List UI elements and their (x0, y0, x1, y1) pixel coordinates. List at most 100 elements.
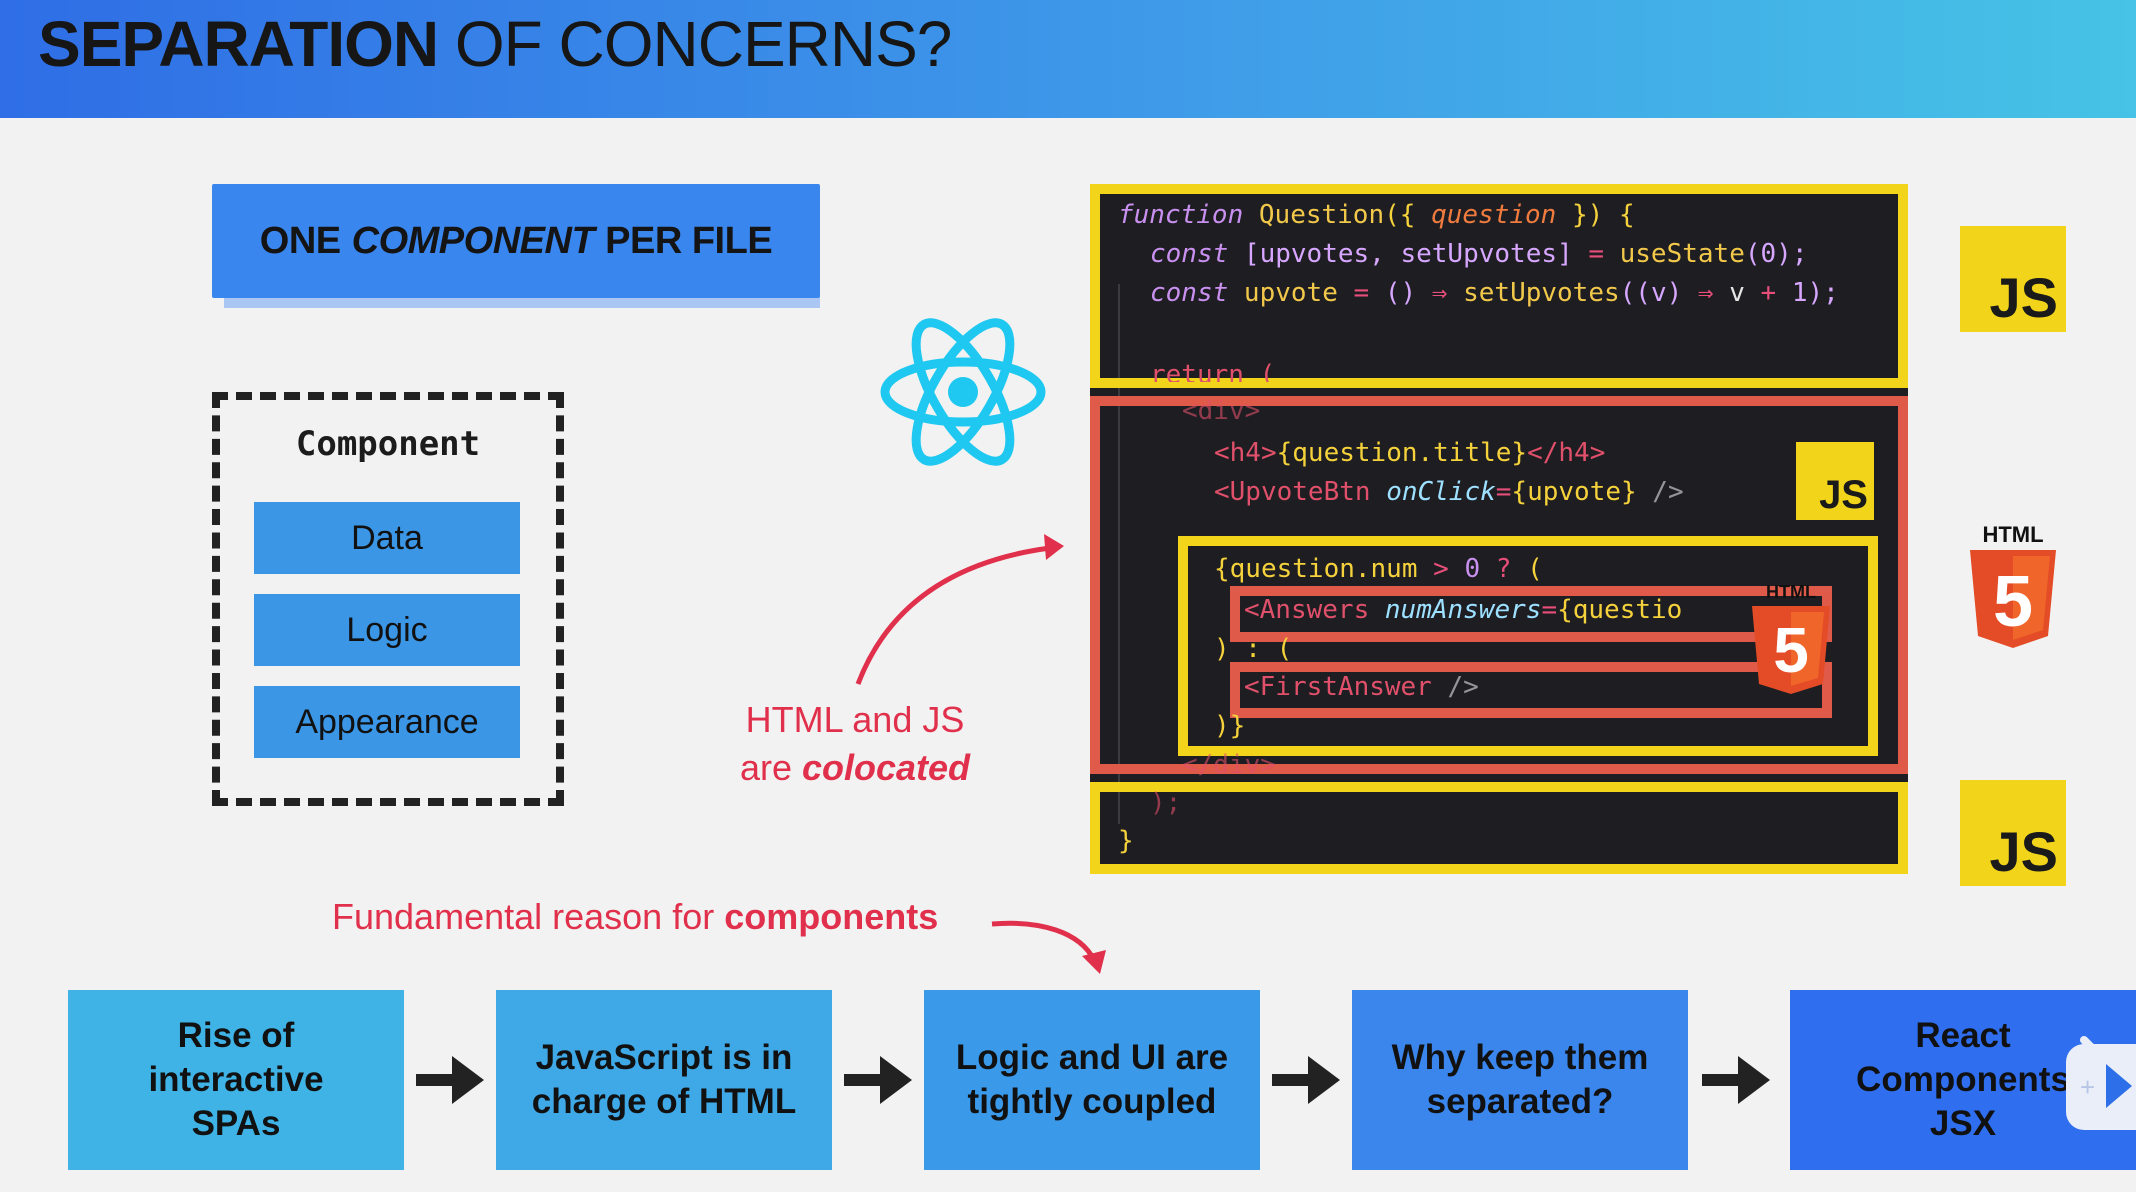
code-token: function (1118, 200, 1244, 230)
code-token: ? (1495, 554, 1512, 584)
code-token: = (1541, 595, 1558, 625)
code-token: (0); (1744, 239, 1808, 269)
flow-arrow-icon (1702, 1056, 1770, 1104)
ocpf-em: COMPONENT (351, 219, 595, 262)
flow-text: Rise of (177, 1016, 295, 1055)
ocpf-post: PER FILE (605, 219, 773, 262)
code-token: }) { (1556, 200, 1635, 230)
code-token: onClick (1386, 477, 1496, 507)
flow-text: React (1915, 1016, 2011, 1055)
code-token: {question.num (1557, 595, 1684, 625)
svg-text:+: + (2080, 1072, 2095, 1102)
colocated-caption: HTML and JS are colocated (720, 696, 990, 792)
code-token: numAnswers (1384, 595, 1542, 625)
code-token: </h4> (1527, 438, 1606, 468)
fundamental-reason-caption: Fundamental reason for components (332, 896, 938, 938)
code-line-2: const [upvotes, setUpvotes] = useState(0… (1150, 239, 1807, 269)
code-line-9: <Answers numAnswers={question.num (1244, 595, 1684, 625)
flow-arrow-icon (416, 1056, 484, 1104)
code-token: {upvote} (1511, 477, 1637, 507)
html5-label: HTML (1982, 522, 2043, 547)
code-token: const (1150, 278, 1229, 308)
colocated-line2: are colocated (720, 744, 990, 792)
flow-text: JavaScript is in (535, 1038, 793, 1077)
colocated-line1: HTML and JS (745, 699, 965, 740)
flow-text: interactive (148, 1060, 324, 1099)
html5-digit: 5 (1993, 562, 2033, 642)
video-overlay-icon[interactable]: + (2066, 1030, 2136, 1130)
code-token: {question.title} (1276, 438, 1528, 468)
indent-guide (1118, 284, 1120, 824)
code-panel: function Question({ question }) { const … (1090, 184, 1908, 874)
code-token: ( (1511, 554, 1543, 584)
flow-text: Logic and UI are (955, 1038, 1229, 1077)
code-token: 0 (1448, 554, 1496, 584)
flow-step-separated: Why keep them separated? (1352, 990, 1688, 1170)
flow-text: tightly coupled (967, 1082, 1217, 1121)
flow-text: JSX (1929, 1104, 1997, 1143)
code-token: <Answers (1244, 595, 1385, 625)
code-token: useState (1603, 239, 1745, 269)
js-frame-inner (1178, 536, 1878, 756)
html5-badge-icon: HTML 5 (1970, 522, 2056, 648)
react-logo-icon (880, 318, 1046, 466)
html5-inner-label: HTML (1766, 582, 1816, 602)
js-badge-top: JS (1960, 226, 2066, 332)
code-token: ({ (1384, 200, 1432, 230)
flow-text: SPAs (191, 1104, 281, 1143)
fundamental-pre: Fundamental reason for (332, 896, 725, 937)
flow-text: Why keep them (1391, 1038, 1649, 1077)
html5-badge-inner-icon: HTML 5 (1752, 582, 1830, 694)
js-frame-top (1090, 184, 1908, 388)
code-token: = (1353, 278, 1370, 308)
code-token: () (1369, 278, 1432, 308)
component-item-logic: Logic (254, 594, 520, 666)
js-frame-bottom (1090, 782, 1908, 874)
code-token: const (1150, 239, 1229, 269)
flow-step-coupled: Logic and UI are tightly coupled (924, 990, 1260, 1170)
code-token: upvote (1228, 278, 1354, 308)
title-bold: SEPARATION (38, 8, 439, 80)
code-token: > (1433, 554, 1449, 584)
code-token: ⇒ (1697, 278, 1714, 308)
code-token: /> (1636, 477, 1684, 507)
code-line-13: </div> (1182, 750, 1276, 780)
code-token: {question.num (1214, 554, 1434, 584)
code-token: = (1495, 477, 1512, 507)
code-token: [upvotes, setUpvotes] (1228, 239, 1589, 269)
code-token: ((v) (1619, 278, 1698, 308)
code-token: ⇒ (1431, 278, 1448, 308)
code-line-6: <h4>{question.title}</h4> (1214, 438, 1605, 468)
code-line-8: {question.num > 0 ? ( (1214, 554, 1543, 584)
flow-text: separated? (1426, 1082, 1614, 1121)
slide-title: SEPARATION OF CONCERNS? (38, 4, 953, 84)
code-token: <UpvoteBtn (1214, 477, 1387, 507)
code-background (1090, 184, 1908, 874)
code-token: Question (1243, 200, 1385, 230)
code-token: /> (1431, 672, 1479, 702)
component-title: Component (295, 424, 481, 464)
html-frame (1090, 396, 1908, 774)
code-token: + (1760, 278, 1777, 308)
code-line-14: ); (1150, 788, 1182, 818)
code-line-4: return ( (1150, 360, 1276, 382)
title-rest: OF CONCERNS? (438, 8, 953, 80)
code-token: v (1713, 278, 1761, 308)
html5-inner-digit: 5 (1773, 614, 1809, 686)
flow-arrow-icon (844, 1056, 912, 1104)
code-token: setUpvotes (1447, 278, 1620, 308)
code-line-10: ) : ( (1214, 634, 1293, 664)
code-line-7: <UpvoteBtn onClick={upvote} /> (1214, 477, 1684, 507)
slide-header: SEPARATION OF CONCERNS? (0, 0, 2136, 118)
code-token: = (1588, 239, 1604, 269)
flow-arrow-icon (1272, 1056, 1340, 1104)
code-line-5: <div> (1182, 396, 1261, 426)
js-badge-bottom: JS (1960, 780, 2066, 886)
html-frame-firstanswer (1230, 662, 1832, 718)
colocated-em: colocated (802, 747, 971, 788)
fundamental-bold: components (724, 896, 939, 937)
one-component-per-file-banner: ONE COMPONENT PER FILE (212, 184, 820, 298)
